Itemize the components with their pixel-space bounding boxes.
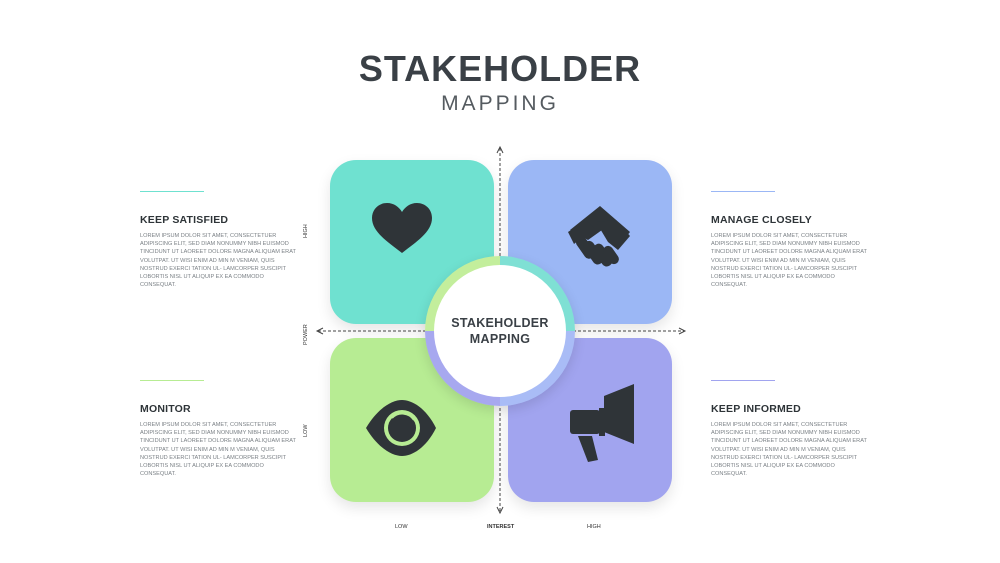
x-axis-low-label: LOW — [395, 524, 408, 530]
y-axis-high-label: HIGH — [303, 224, 309, 238]
keep-informed-description: KEEP INFORMED LOREM IPSUM DOLOR SIT AMET… — [711, 380, 871, 478]
x-axis-high-label: HIGH — [587, 524, 601, 530]
manage-closely-body: LOREM IPSUM DOLOR SIT AMET, CONSECTETUER… — [711, 233, 867, 289]
x-axis-title: INTEREST — [487, 524, 515, 530]
center-title-line2: MAPPING — [469, 332, 531, 346]
keep-satisfied-description: KEEP SATISFIED LOREM IPSUM DOLOR SIT AME… — [140, 191, 300, 289]
monitor-rule — [140, 380, 204, 381]
manage-closely-description: MANAGE CLOSELY LOREM IPSUM DOLOR SIT AME… — [711, 191, 871, 289]
heart-icon — [372, 203, 432, 253]
keep-informed-body: LOREM IPSUM DOLOR SIT AMET, CONSECTETUER… — [711, 422, 867, 478]
center-title-line1: STAKEHOLDER — [451, 316, 549, 330]
monitor-title: MONITOR — [140, 403, 191, 415]
monitor-body: LOREM IPSUM DOLOR SIT AMET, CONSECTETUER… — [140, 422, 296, 478]
y-axis-low-label: LOW — [303, 424, 309, 437]
page-title: STAKEHOLDER — [358, 48, 642, 89]
y-axis-title: POWER — [303, 324, 309, 345]
page-subtitle: MAPPING — [441, 92, 559, 115]
monitor-description: MONITOR LOREM IPSUM DOLOR SIT AMET, CONS… — [140, 380, 300, 478]
keep-informed-title: KEEP INFORMED — [711, 403, 801, 415]
center-hub: STAKEHOLDER MAPPING — [434, 265, 566, 397]
keep-satisfied-rule — [140, 191, 204, 192]
megaphone-icon — [570, 384, 634, 462]
horizontal-axis-arrow-left — [315, 327, 324, 335]
horizontal-axis-arrow-right — [678, 327, 687, 335]
eye-icon — [366, 400, 436, 456]
manage-closely-title: MANAGE CLOSELY — [711, 214, 813, 226]
keep-informed-rule — [711, 380, 775, 381]
keep-satisfied-title: KEEP SATISFIED — [140, 214, 229, 226]
vertical-axis-arrow-bottom — [496, 506, 504, 515]
manage-closely-rule — [711, 191, 775, 192]
handshake-icon — [568, 206, 630, 267]
vertical-axis-arrow-top — [496, 145, 504, 154]
keep-satisfied-body: LOREM IPSUM DOLOR SIT AMET, CONSECTETUER… — [140, 233, 296, 289]
